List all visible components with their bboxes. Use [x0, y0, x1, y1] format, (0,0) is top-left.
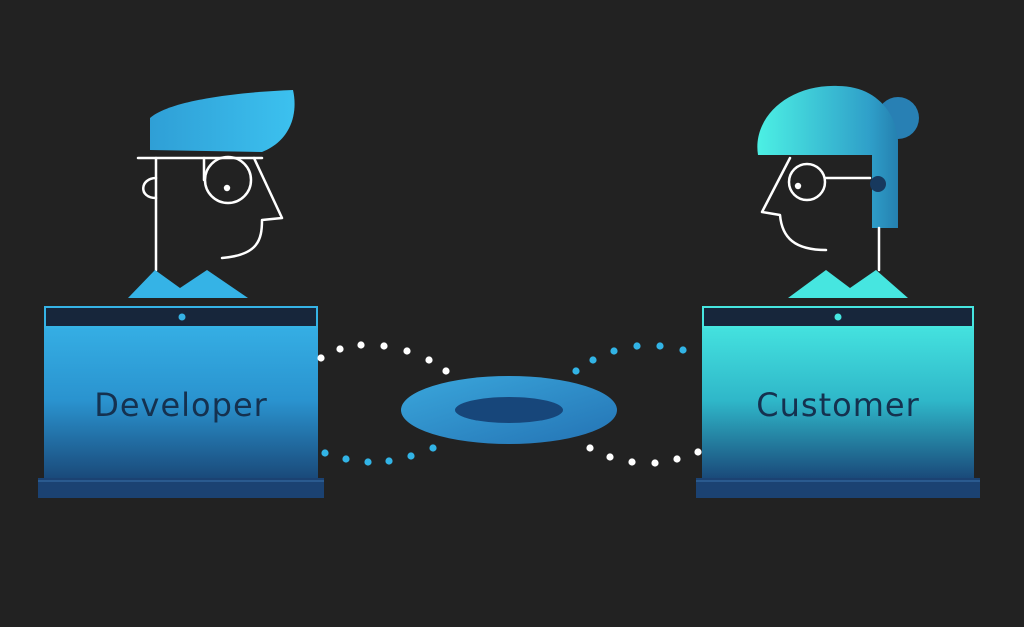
developer-laptop-base-edge [38, 480, 324, 482]
customer-label: Customer [756, 386, 919, 424]
customer-hair [757, 85, 898, 228]
customer-laptop-screen [702, 306, 974, 478]
dev-bottom-dot [364, 458, 372, 466]
cus-top-dot [572, 367, 580, 375]
cus-bottom-dot [586, 444, 594, 452]
customer-head [760, 156, 881, 272]
customer-laptop-base-edge [696, 480, 980, 482]
dev-top-dot [336, 345, 344, 353]
cus-top-dot [589, 356, 597, 364]
developer-laptop-base [38, 478, 324, 498]
dev-bottom-dot [407, 452, 415, 460]
cus-bottom-dot [673, 455, 681, 463]
developer-figure [128, 90, 295, 298]
cus-top-dot [610, 347, 618, 355]
cus-bottom-dot [606, 453, 614, 461]
cus-top-dot [656, 342, 664, 350]
customer-webcam [834, 313, 842, 321]
dev-top-dot [403, 347, 411, 355]
dev-bottom-dot [342, 455, 350, 463]
dev-bottom-dot [385, 457, 393, 465]
central-disc [401, 376, 617, 444]
customer-laptop-base [696, 478, 980, 498]
developer-label: Developer [94, 386, 268, 424]
cus-bottom-dot [694, 448, 702, 456]
connector-dots [317, 341, 702, 467]
dev-top-dot [425, 356, 433, 364]
dev-bottom-dot [429, 444, 437, 452]
dev-top-dot [317, 354, 325, 362]
cus-top-dot [633, 342, 641, 350]
customer-figure [757, 85, 919, 298]
customer-ear [870, 176, 886, 192]
cus-top-dot [679, 346, 687, 354]
dev-top-dot [442, 367, 450, 375]
customer-laptop: Customer [696, 306, 980, 498]
cus-bottom-dot [651, 459, 659, 467]
customer-collar [788, 270, 908, 298]
dev-top-dot [380, 342, 388, 350]
dev-top-dot [357, 341, 365, 349]
developer-pupil [223, 184, 231, 192]
dev-bottom-dot [321, 449, 329, 457]
developer-laptop: Developer [38, 306, 324, 498]
developer-laptop-screen [44, 306, 318, 478]
developer-head [136, 155, 284, 272]
developer-hair [150, 90, 295, 152]
developer-webcam [178, 313, 186, 321]
developer-collar [128, 270, 248, 298]
cus-bottom-dot [628, 458, 636, 466]
customer-pupil [794, 182, 802, 190]
disc-inner [455, 397, 563, 423]
